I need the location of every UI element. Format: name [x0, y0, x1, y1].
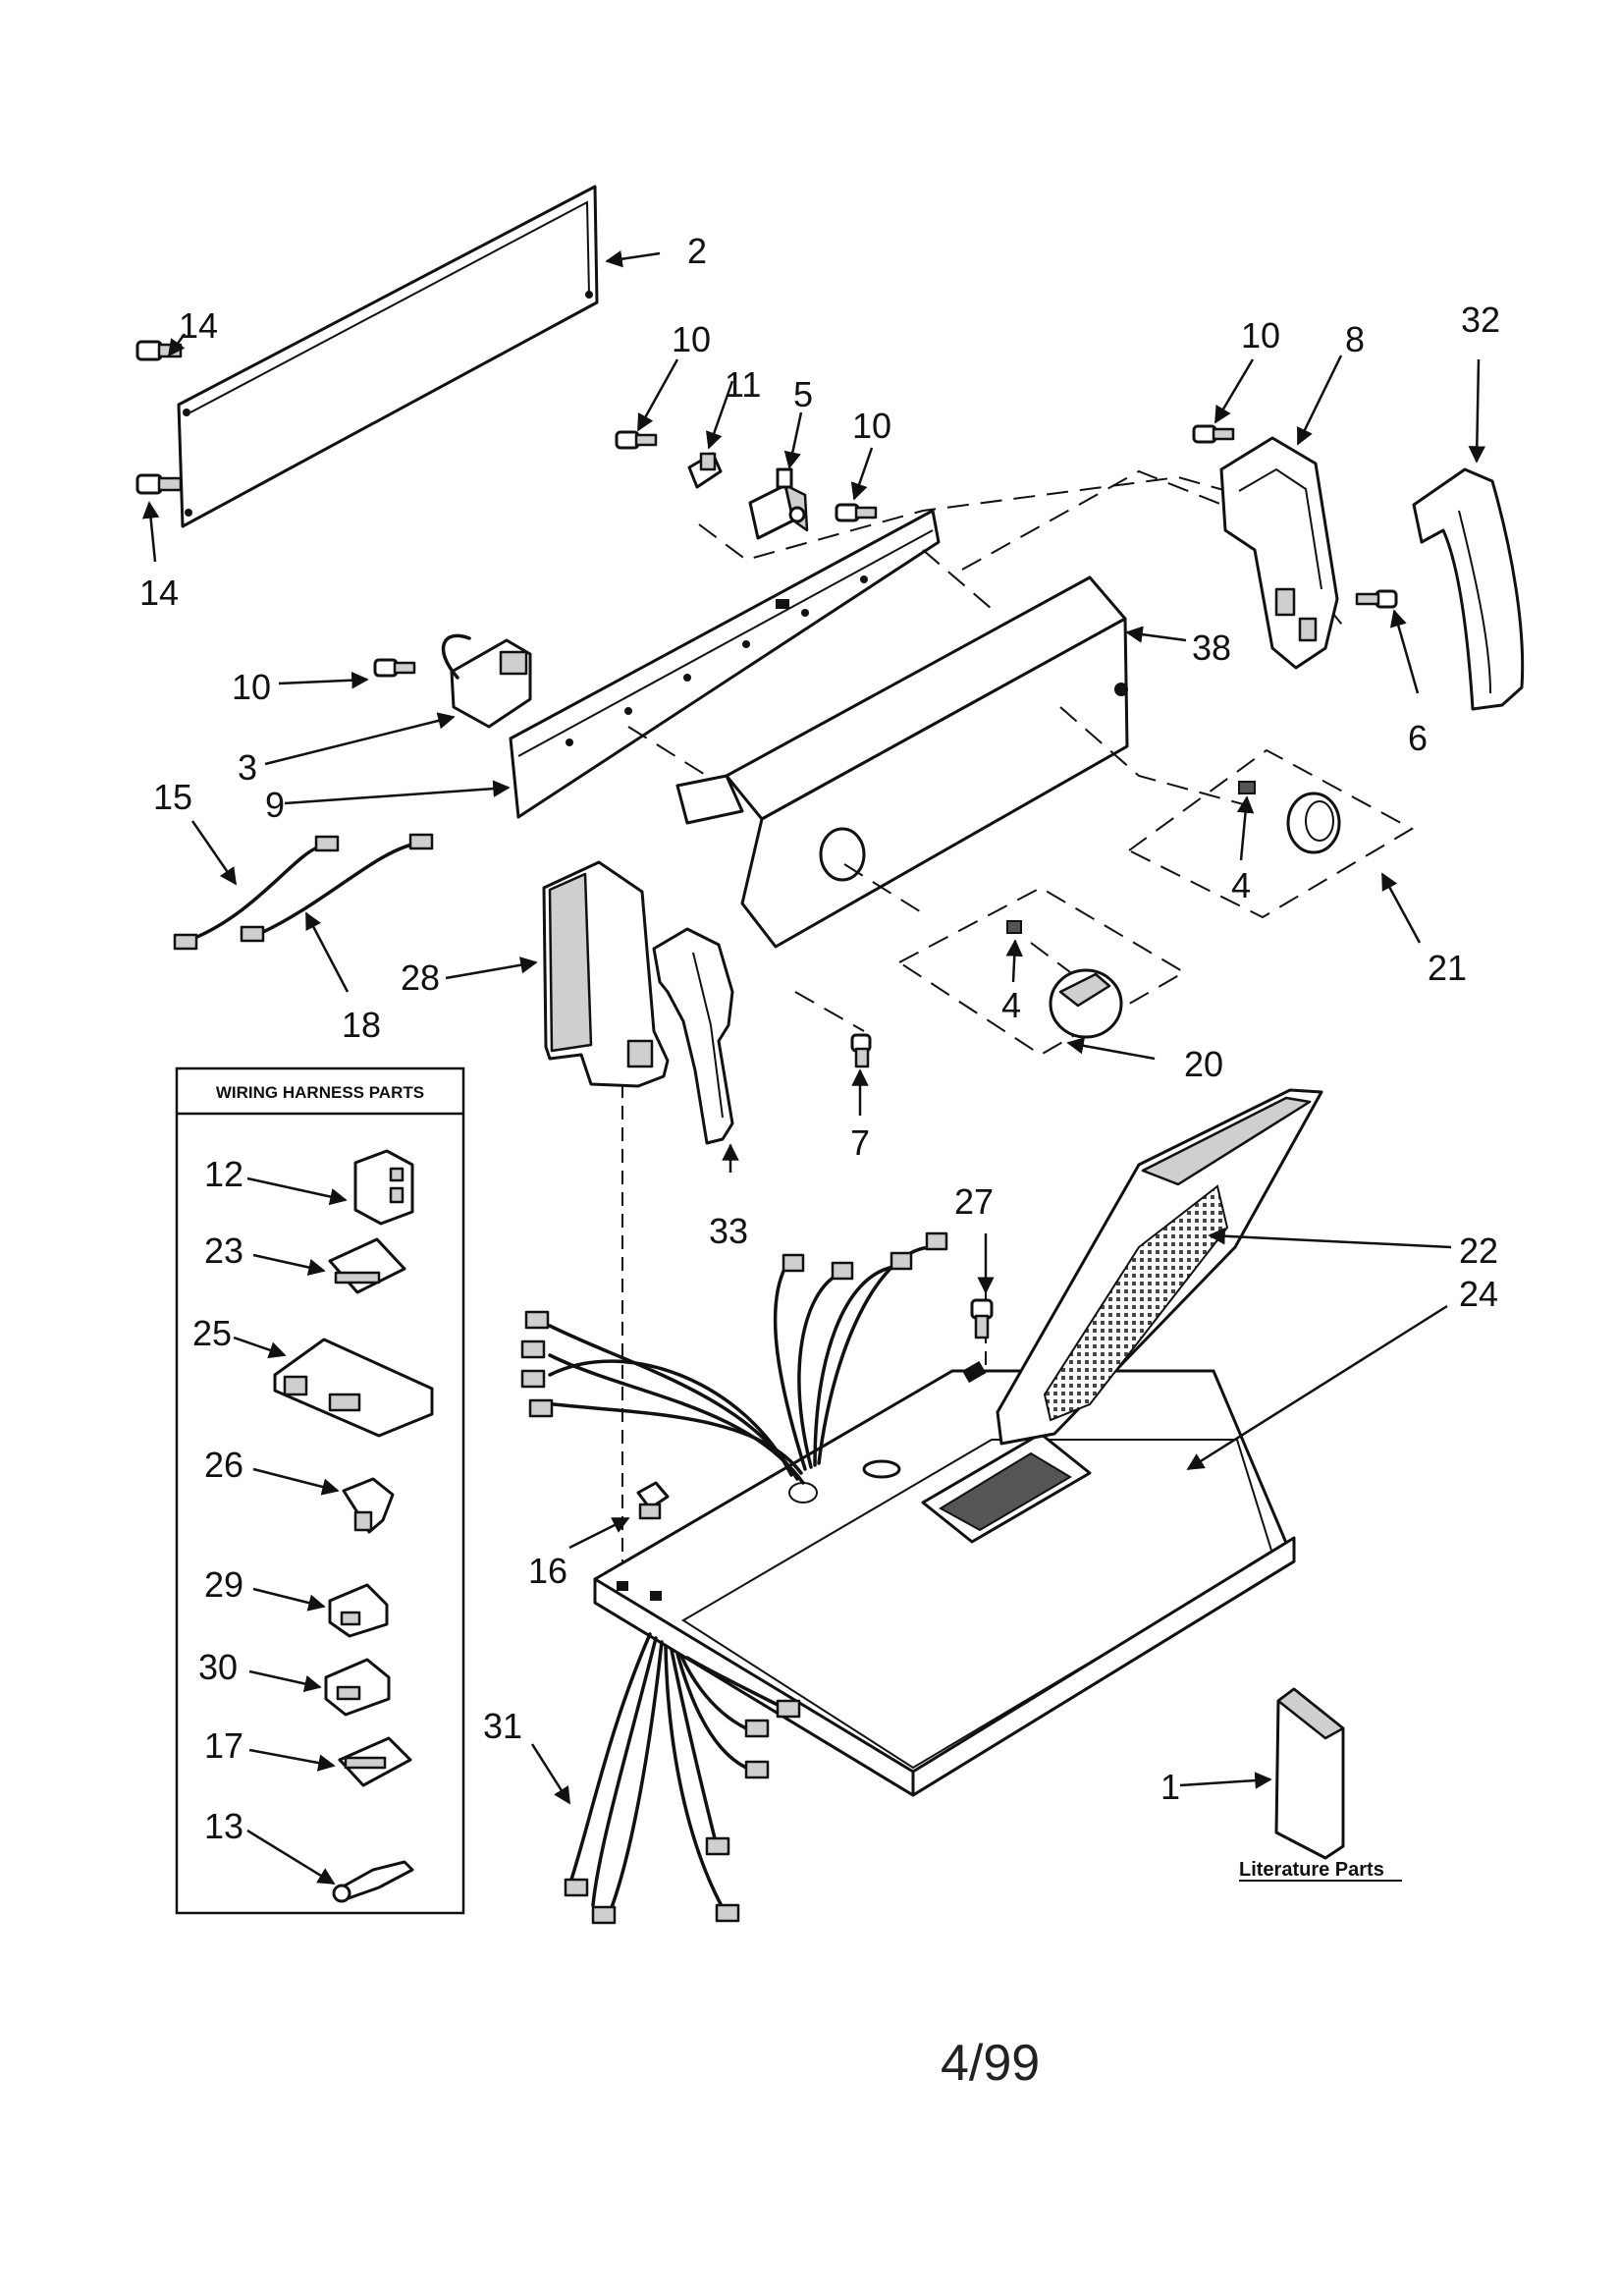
bumper-part: [636, 1481, 670, 1520]
connector-23-icon: [328, 1237, 406, 1294]
console-panel: [675, 575, 1129, 949]
callout-numbers: 2 14 14 10 11 5 10 10 8 32 10 3 9 38 6 1…: [139, 231, 1500, 1846]
callout-17: 17: [204, 1725, 243, 1766]
screw-icon: [615, 430, 658, 450]
connector-17-icon: [338, 1736, 412, 1787]
callout-18: 18: [342, 1005, 381, 1045]
callout-3: 3: [238, 747, 257, 788]
callout-13: 13: [204, 1806, 243, 1846]
screw-icon: [373, 658, 416, 678]
literature-parts-label: Literature Parts: [1239, 1859, 1384, 1881]
callout-11: 11: [725, 364, 761, 405]
connector-12-icon: [353, 1149, 414, 1226]
right-end-cap: [1219, 436, 1339, 670]
wire-harness-18: [240, 833, 434, 943]
literature-booklet: [1274, 1687, 1345, 1860]
screw-icon: [135, 340, 183, 361]
screw-icon: [835, 503, 878, 522]
callout-12: 12: [204, 1154, 243, 1194]
back-panel: [177, 185, 599, 528]
left-trim: [652, 927, 734, 1145]
clip-part: [687, 452, 723, 489]
callout-28: 28: [401, 957, 440, 998]
callout-22: 22: [1459, 1230, 1498, 1271]
callout-10: 10: [1241, 315, 1280, 355]
callout-14: 14: [139, 573, 179, 613]
connector-30-icon: [324, 1658, 391, 1717]
callout-2: 2: [687, 231, 707, 271]
callout-23: 23: [204, 1230, 243, 1271]
revision-date: 4/99: [941, 2035, 1040, 2092]
callout-32: 32: [1461, 300, 1500, 340]
screw-icon: [970, 1298, 994, 1339]
callout-5: 5: [793, 374, 813, 414]
terminal-13-icon: [332, 1860, 414, 1903]
callout-15: 15: [153, 777, 192, 817]
right-trim: [1412, 467, 1525, 711]
callout-26: 26: [204, 1445, 243, 1485]
top-cover: [593, 1361, 1296, 1797]
callout-20: 20: [1184, 1044, 1223, 1084]
screw-icon: [1355, 589, 1398, 609]
callout-16: 16: [528, 1551, 567, 1591]
timer-knob: [1006, 920, 1123, 1039]
callout-4: 4: [1231, 865, 1251, 905]
left-end-cap: [542, 860, 670, 1088]
callout-4: 4: [1001, 985, 1021, 1025]
callout-1: 1: [1160, 1767, 1180, 1807]
lint-screen: [996, 1088, 1323, 1446]
leader-lines: [141, 250, 1486, 1886]
callout-31: 31: [483, 1706, 522, 1746]
wire-harness-15: [173, 835, 340, 951]
callout-10: 10: [852, 406, 891, 446]
screw-icon: [850, 1033, 872, 1068]
callout-24: 24: [1459, 1274, 1498, 1314]
screw-icon: [135, 473, 183, 495]
callout-38: 38: [1192, 628, 1231, 668]
selector-knob: [1238, 781, 1341, 854]
callout-7: 7: [850, 1122, 870, 1163]
connector-25-icon: [273, 1338, 434, 1438]
wire-harness-main: [520, 1231, 948, 1485]
timer-switch: [748, 467, 809, 540]
control-bracket: [509, 509, 941, 819]
callout-9: 9: [265, 785, 285, 825]
callout-14: 14: [179, 305, 218, 346]
wire-harness-31: [564, 1632, 801, 1925]
callout-8: 8: [1345, 319, 1365, 359]
screw-icon: [1192, 424, 1235, 444]
switch-assembly: [441, 633, 532, 729]
wiring-harness-parts-box: WIRING HARNESS PARTS: [175, 1066, 465, 1915]
callout-30: 30: [198, 1647, 238, 1687]
callout-29: 29: [204, 1564, 243, 1605]
callout-10: 10: [672, 319, 711, 359]
callout-27: 27: [954, 1181, 994, 1222]
callout-25: 25: [192, 1313, 232, 1353]
clip-26-icon: [342, 1477, 395, 1534]
callout-6: 6: [1408, 718, 1428, 758]
callout-33: 33: [709, 1211, 748, 1251]
callout-21: 21: [1428, 948, 1467, 988]
callout-10: 10: [232, 667, 271, 707]
connector-29-icon: [328, 1583, 389, 1638]
wiring-box-title: WIRING HARNESS PARTS: [216, 1083, 424, 1102]
